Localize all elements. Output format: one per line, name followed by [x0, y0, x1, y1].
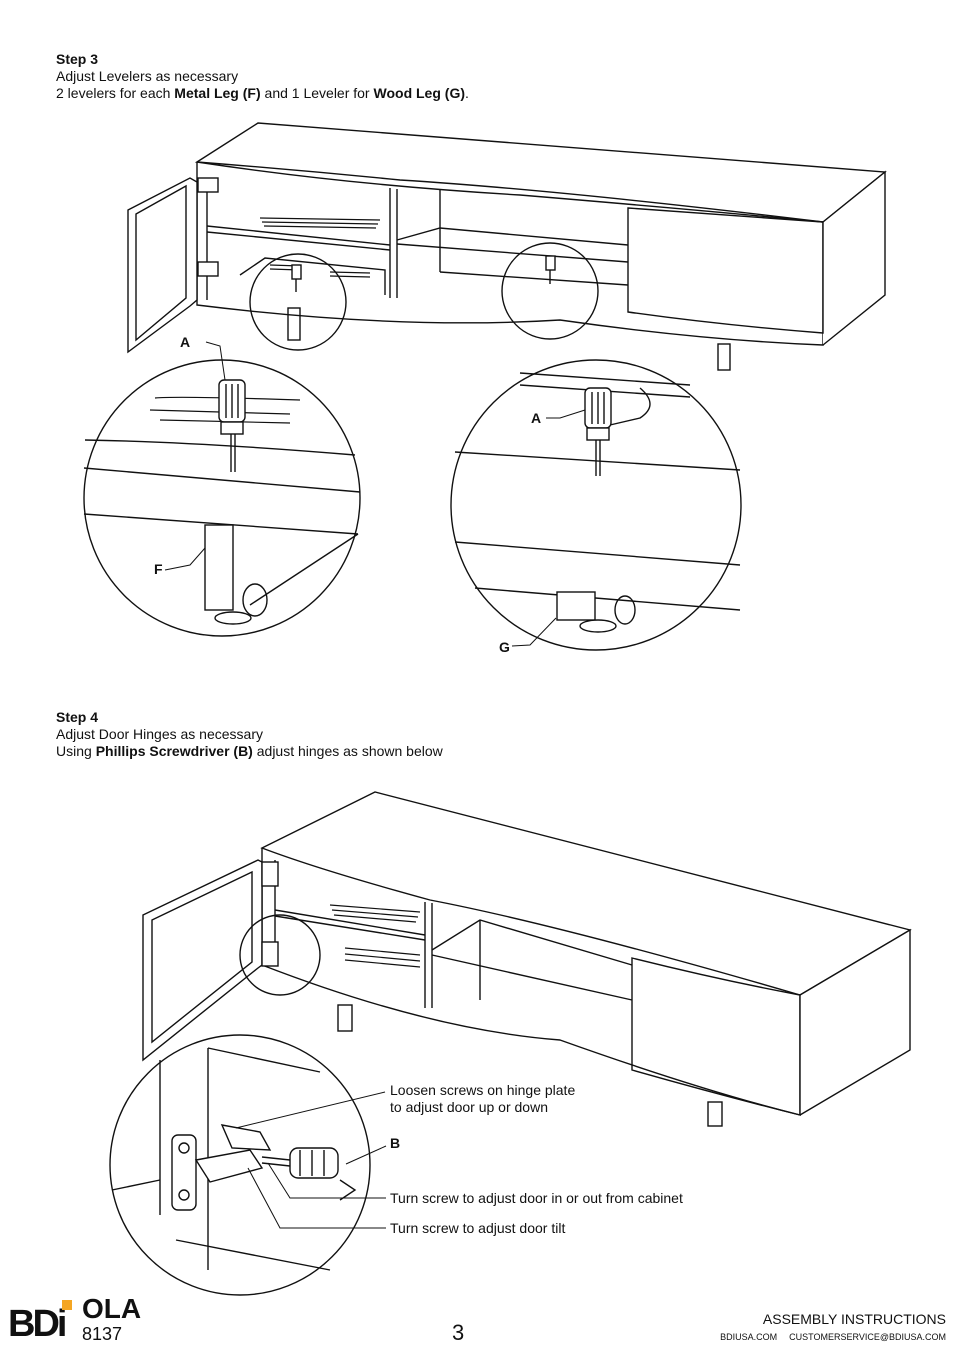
callout-loosen-line1: Loosen screws on hinge plate [390, 1082, 576, 1098]
step4-instructions: Step 4 Adjust Door Hinges as necessary U… [56, 709, 443, 760]
step3-line2-post: . [465, 85, 469, 101]
bdi-logo: BDi [8, 1300, 72, 1342]
step3-line2-pre: 2 levelers for each [56, 85, 175, 101]
label-a-left: A [180, 334, 191, 350]
metal-leg-label: Metal Leg (F) [174, 85, 261, 101]
model-number: 8137 [82, 1324, 123, 1344]
svg-text:BDi: BDi [8, 1303, 65, 1342]
step4-illustration [109, 791, 912, 1296]
step3-line2: 2 levelers for each Metal Leg (F) and 1 … [56, 85, 469, 102]
label-a-right: A [531, 410, 542, 426]
step4-line1: Adjust Door Hinges as necessary [56, 726, 263, 742]
document-type: ASSEMBLY INSTRUCTIONS [762, 1311, 946, 1327]
step3-title: Step 3 [56, 51, 99, 67]
callout-loosen-line2: to adjust door up or down [390, 1099, 548, 1115]
callout-tilt: Turn screw to adjust door tilt [390, 1220, 566, 1236]
phillips-screwdriver-label: Phillips Screwdriver (B) [95, 743, 253, 759]
step4-line2: Using Phillips Screwdriver (B) adjust hi… [56, 743, 443, 760]
wood-leg-label: Wood Leg (G) [373, 85, 466, 101]
website-link[interactable]: BDIUSA.COM [720, 1332, 778, 1342]
step3-illustration [83, 122, 887, 651]
step4-line2-pre: Using [56, 743, 96, 759]
label-b: B [390, 1135, 401, 1151]
step3-instructions: Step 3 Adjust Levelers as necessary 2 le… [56, 51, 469, 102]
label-f: F [154, 561, 163, 577]
page-number: 3 [452, 1320, 465, 1345]
label-g: G [499, 639, 510, 655]
email-link[interactable]: CUSTOMERSERVICE@BDIUSA.COM [789, 1332, 946, 1342]
step4-title: Step 4 [56, 709, 99, 725]
footer-contact: BDIUSA.COM CUSTOMERSERVICE@BDIUSA.COM [708, 1332, 946, 1342]
step3-line1: Adjust Levelers as necessary [56, 68, 239, 84]
step3-line2-mid: and 1 Leveler for [260, 85, 374, 101]
model-name: OLA [82, 1293, 142, 1324]
callout-in-out: Turn screw to adjust door in or out from… [390, 1190, 683, 1206]
step4-line2-post: adjust hinges as shown below [252, 743, 443, 759]
callout-loosen-screws: Loosen screws on hinge plate to adjust d… [390, 1082, 575, 1116]
